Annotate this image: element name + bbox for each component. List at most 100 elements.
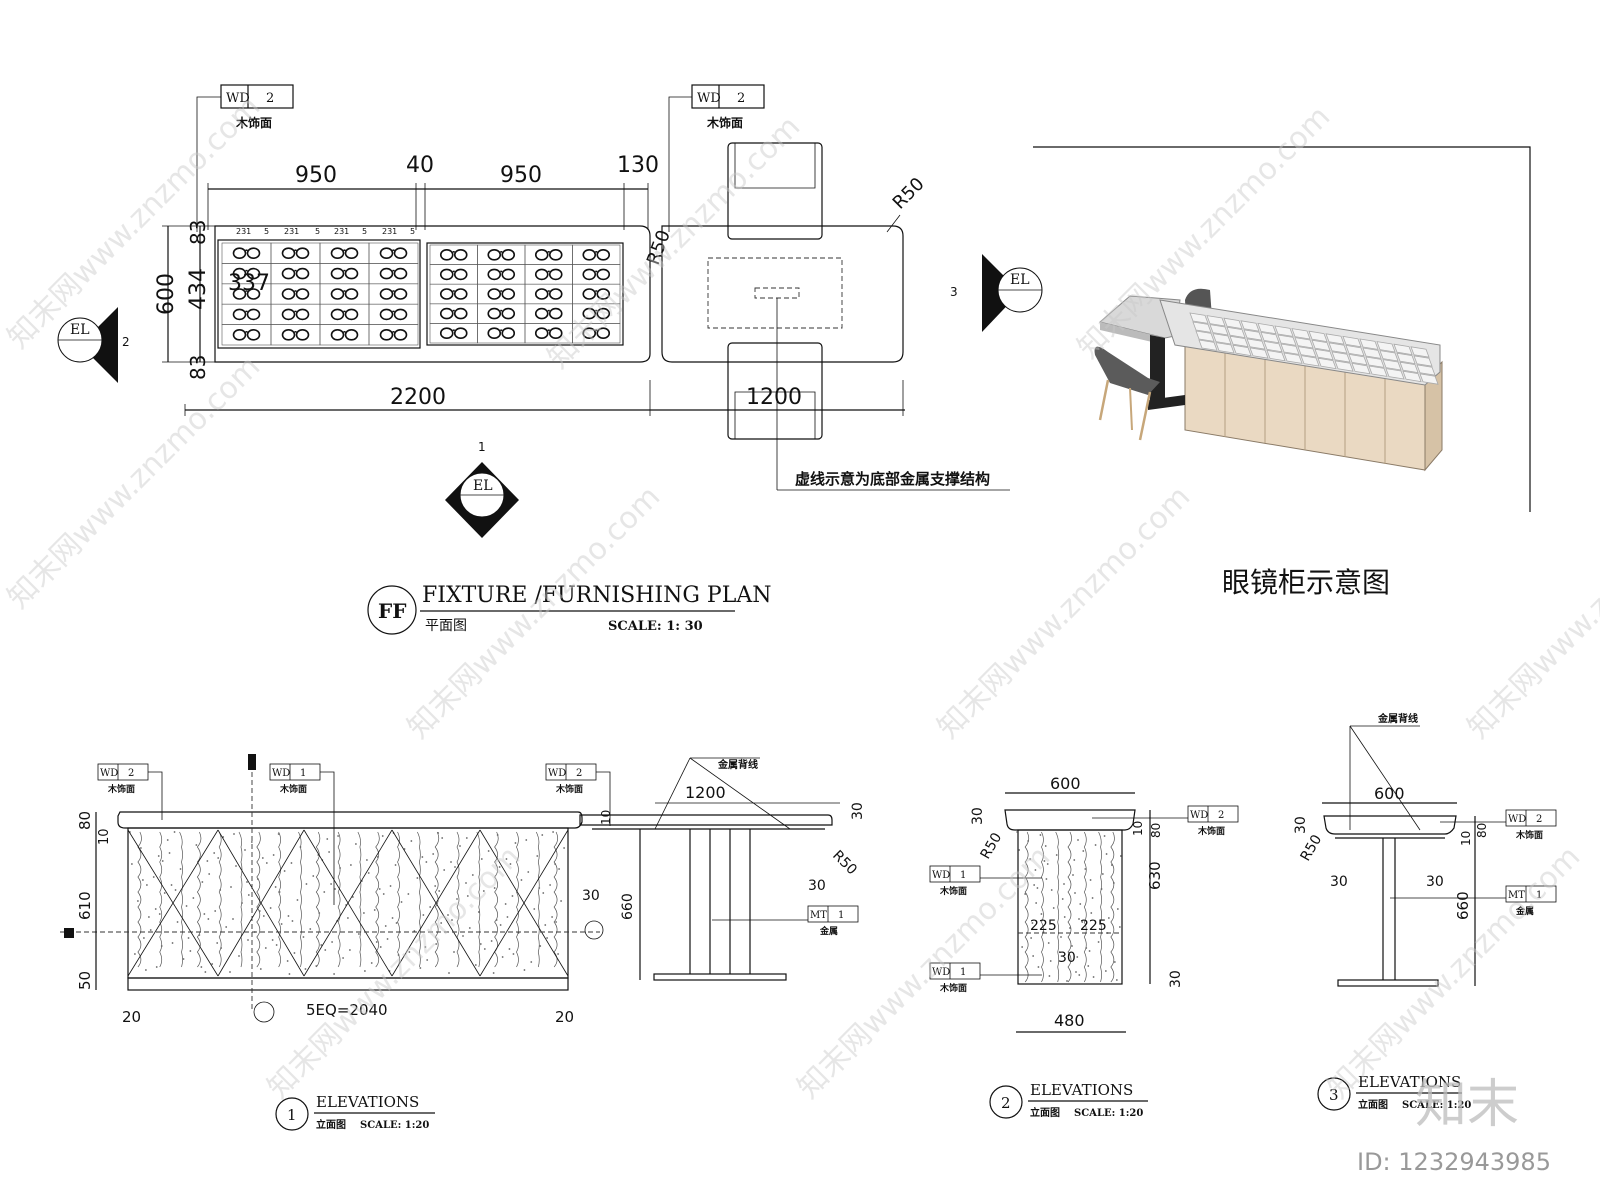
svg-text:2: 2 (737, 91, 745, 106)
tray-slot (1382, 359, 1402, 371)
glasses-icon (379, 267, 408, 280)
wood-speck (432, 853, 435, 855)
section-marker-1: EL 1 (445, 440, 519, 538)
wood-grain-line (137, 831, 142, 968)
svg-text:600: 600 (1050, 774, 1081, 793)
svg-text:金属背线: 金属背线 (1377, 712, 1418, 725)
svg-text:610: 610 (76, 891, 94, 920)
tray-slot (1311, 339, 1331, 352)
tray-slot (1215, 342, 1235, 354)
wood-speck (384, 925, 387, 927)
wood-speck (554, 863, 556, 865)
svg-text:WD: WD (932, 967, 950, 978)
wood-speck (261, 857, 264, 859)
wood-speck (508, 948, 511, 950)
svg-text:WD: WD (1508, 814, 1526, 825)
wood-grain-line (337, 831, 341, 968)
wood-speck (1094, 844, 1097, 846)
tray-slot (1402, 370, 1422, 383)
glasses-icon (439, 268, 468, 281)
wood-speck (1052, 907, 1055, 909)
wood-speck (1097, 941, 1100, 943)
wood-speck (241, 902, 243, 904)
wood-speck (1101, 873, 1104, 875)
svg-text:80: 80 (76, 811, 94, 830)
wood-speck (1049, 960, 1052, 962)
tray-cell (368, 303, 419, 325)
wood-speck (355, 843, 357, 845)
svg-text:30: 30 (970, 807, 986, 825)
wood-speck (324, 949, 327, 951)
glasses-icon (232, 247, 261, 259)
perspective-view: 眼镜柜示意图 (1033, 146, 1531, 599)
svg-text:30: 30 (1058, 950, 1076, 966)
wood-speck (358, 933, 360, 935)
svg-text:知末网www.znzmo.com: 知末网www.znzmo.com (1, 349, 267, 615)
glasses-icon (330, 288, 359, 300)
wood-speck (1045, 878, 1048, 880)
plan-slot-dims: 231 5 231 5 231 5 231 5 (236, 227, 415, 236)
wood-speck (206, 860, 209, 862)
wood-speck (1036, 887, 1039, 889)
wood-speck (160, 945, 163, 947)
elev1-tag-mt1: MT 1 金属 (712, 905, 859, 937)
svg-text:3: 3 (950, 285, 958, 299)
tray-slot (1399, 361, 1419, 374)
svg-text:立面图: 立面图 (316, 1118, 346, 1131)
wood-speck (143, 937, 145, 939)
wood-speck (1016, 831, 1019, 833)
wood-grain-line (238, 831, 243, 968)
svg-text:1: 1 (838, 910, 844, 921)
wood-speck (350, 864, 352, 866)
svg-text:木饰面: 木饰面 (706, 115, 743, 130)
section-marker-2: EL 2 (57, 307, 130, 383)
wood-speck (290, 862, 293, 864)
wood-speck (1044, 845, 1047, 847)
svg-text:木饰面: 木饰面 (235, 115, 272, 130)
wood-speck (499, 924, 502, 926)
svg-text:2: 2 (1536, 814, 1542, 825)
wood-speck (474, 964, 477, 966)
wood-speck (233, 833, 235, 835)
wood-grain-line (1098, 831, 1102, 983)
svg-text:231: 231 (382, 227, 397, 236)
wood-speck (352, 896, 354, 898)
wood-speck (479, 943, 482, 945)
wood-speck (424, 946, 427, 948)
wood-speck (339, 867, 341, 869)
tray-slot (1379, 350, 1399, 362)
wood-speck (530, 961, 533, 963)
wood-speck (512, 953, 515, 955)
glasses-icon (439, 307, 468, 320)
wood-speck (244, 849, 246, 851)
tray-cell (270, 303, 321, 325)
svg-text:225: 225 (1080, 918, 1107, 934)
glasses-icon (582, 249, 611, 261)
wood-speck (539, 945, 542, 947)
svg-text:MT: MT (810, 910, 827, 921)
wood-speck (283, 870, 286, 872)
tray-slot (1328, 342, 1348, 354)
tray-slot (1359, 338, 1379, 350)
wood-speck (1085, 947, 1088, 949)
wood-speck (373, 909, 376, 911)
wood-speck (378, 888, 381, 890)
svg-text:1: 1 (300, 768, 306, 779)
tray-slot (1334, 360, 1354, 372)
wood-speck (1048, 975, 1051, 977)
wood-speck (1077, 839, 1079, 841)
wood-grain-line (179, 831, 183, 968)
tray-slot (1260, 331, 1280, 344)
wood-speck (538, 887, 541, 889)
wood-grain-line (456, 831, 460, 968)
wood-speck (453, 951, 455, 953)
svg-text:20: 20 (122, 1008, 141, 1026)
wood-speck (185, 905, 188, 907)
wood-speck (440, 922, 443, 924)
wood-speck (171, 942, 174, 944)
tray-slot (1229, 335, 1249, 348)
svg-text:知末网www.znzmo.com: 知末网www.znzmo.com (1321, 839, 1587, 1105)
wood-speck (1078, 918, 1080, 920)
wood-grain-line (1041, 831, 1044, 983)
tray-cell (572, 323, 621, 344)
